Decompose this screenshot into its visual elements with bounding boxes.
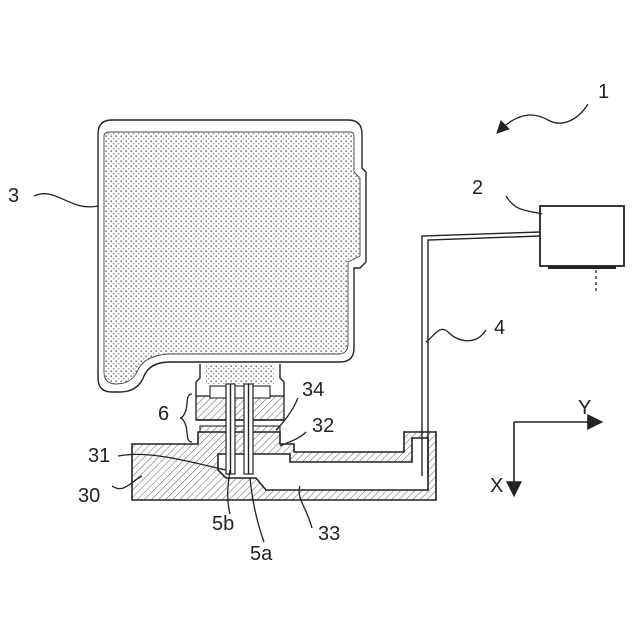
label-port: 31 bbox=[88, 445, 110, 467]
coupling bbox=[196, 386, 284, 420]
axis-y-label: Y bbox=[578, 397, 591, 419]
block bbox=[132, 432, 436, 500]
label-tank: 3 bbox=[8, 185, 19, 207]
pump bbox=[540, 206, 624, 292]
label-pin-a: 5a bbox=[250, 543, 273, 565]
label-pump: 2 bbox=[472, 177, 483, 199]
tube bbox=[422, 232, 540, 476]
label-tube: 4 bbox=[494, 317, 505, 339]
tank bbox=[98, 120, 366, 392]
label-coupling: 6 bbox=[158, 403, 169, 425]
coupling-brace bbox=[180, 394, 192, 442]
label-system: 1 bbox=[598, 81, 609, 103]
label-step: 32 bbox=[312, 415, 334, 437]
axis-indicator: Y X bbox=[490, 397, 600, 497]
label-block: 30 bbox=[78, 485, 100, 507]
label-channel: 33 bbox=[318, 523, 340, 545]
label-seal: 34 bbox=[302, 379, 324, 401]
label-pin-b: 5b bbox=[212, 513, 234, 535]
axis-x-label: X bbox=[490, 475, 503, 497]
